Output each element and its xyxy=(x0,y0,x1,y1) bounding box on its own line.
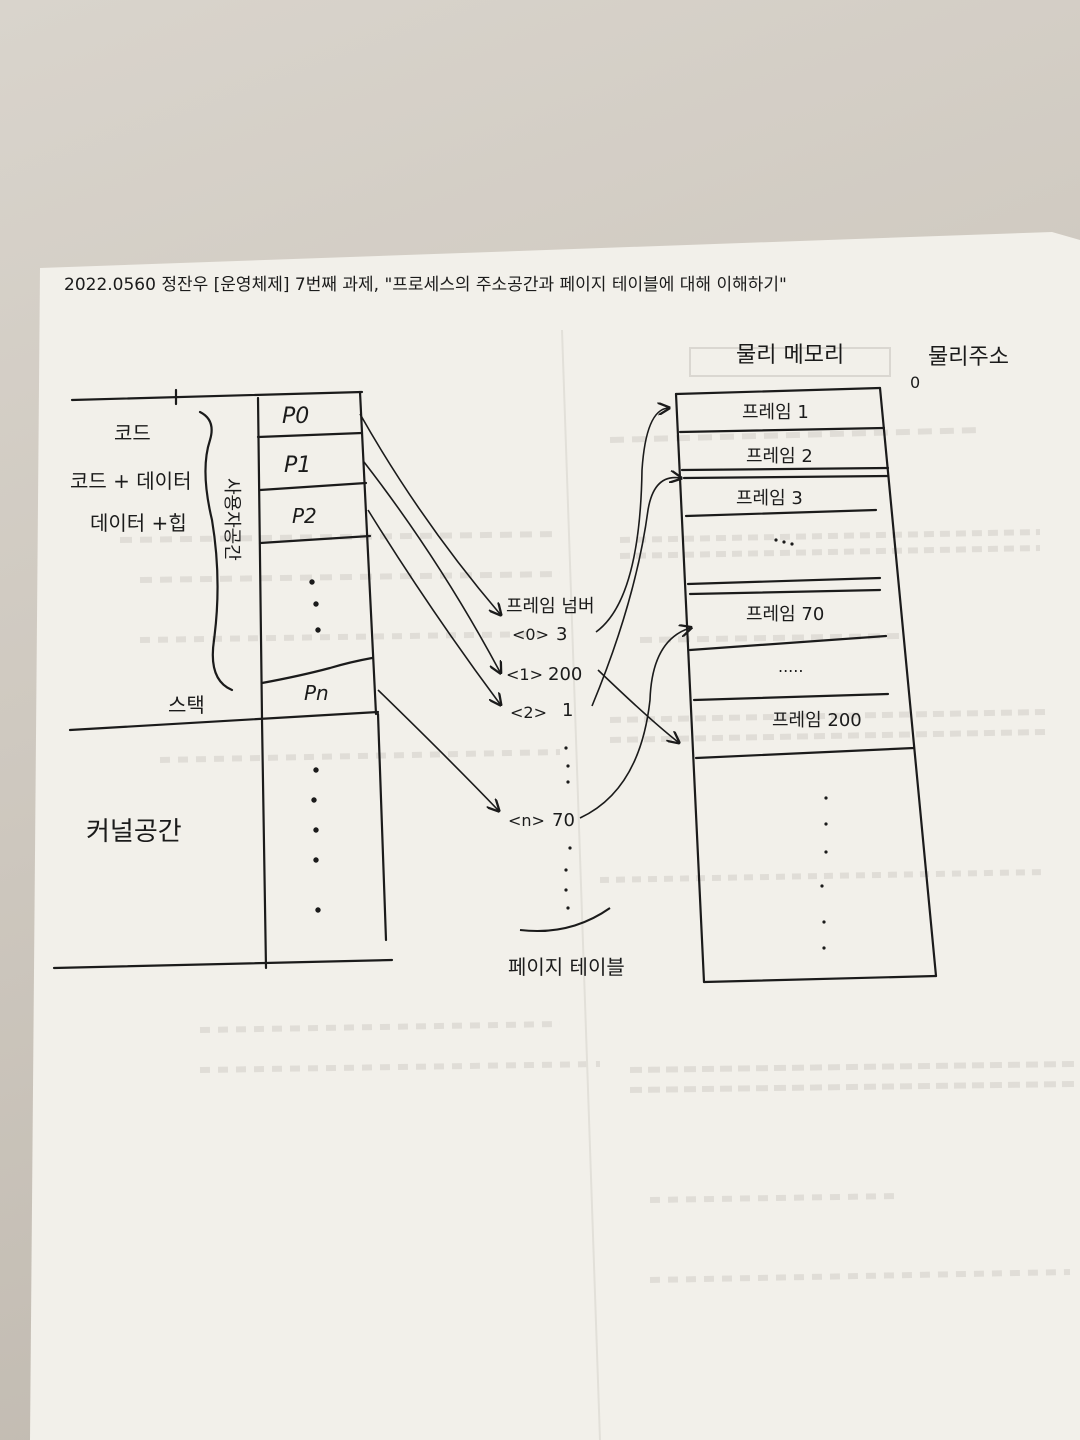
page-table-caption: 페이지 테이블 xyxy=(508,955,625,979)
page-divider xyxy=(256,431,364,439)
arrow-entry1-frame200 xyxy=(597,669,678,742)
label-kernel-space: 커널공간 xyxy=(86,817,182,847)
pt-entry-2-frame: 1 xyxy=(562,700,573,721)
frame-divider xyxy=(680,466,890,472)
page-label-p0: P0 xyxy=(282,404,309,429)
frame-divider xyxy=(688,634,888,652)
frame-divider xyxy=(692,692,890,702)
frame-ellipsis: ..... xyxy=(778,657,803,676)
process-address-space xyxy=(52,388,394,970)
page-divider xyxy=(258,481,368,492)
frame-divider xyxy=(682,474,890,480)
label-code: 코드 xyxy=(114,421,151,445)
frame-divider xyxy=(684,508,878,518)
page-table-brace xyxy=(519,907,611,933)
frame-divider xyxy=(686,576,882,586)
label-user-space: 사용자공간 xyxy=(221,478,242,561)
table-to-frame-arrows xyxy=(579,408,690,819)
pt-entry-n-frame: 70 xyxy=(552,810,575,831)
page-label-p1: P1 xyxy=(284,453,311,478)
frame-label-3: 프레임 3 xyxy=(736,488,803,509)
page-label-p2: P2 xyxy=(292,504,317,528)
page-label-pn: Pn xyxy=(304,681,329,705)
label-code-data: 코드 + 데이터 xyxy=(70,469,191,493)
frame-label-70: 프레임 70 xyxy=(746,604,824,625)
physical-address-zero: 0 xyxy=(910,373,920,392)
pt-entry-0-frame: 3 xyxy=(556,624,567,645)
frame-divider xyxy=(678,426,886,434)
frame-divider xyxy=(694,746,916,760)
page-table-ellipsis xyxy=(564,746,572,910)
arrow-entry0-frame3 xyxy=(595,408,668,633)
page-divider xyxy=(258,534,372,545)
page-table-entries: <0> 3 <1> 200 <2> 1 <n> 70 xyxy=(506,624,582,831)
arrow-pn xyxy=(377,689,498,810)
arrow-p0 xyxy=(359,413,500,614)
label-stack: 스택 xyxy=(168,693,205,717)
page-title: 2022.0560 정잔우 [운영체제] 7번째 과제, "프로세스의 주소공간… xyxy=(64,275,787,295)
page-table-header: 프레임 넘버 xyxy=(506,596,595,617)
frame-labels: 프레임 1 프레임 2 프레임 3 프레임 70 프레임 200 ..... xyxy=(736,402,862,731)
physical-memory-box xyxy=(674,386,938,984)
arrow-p2 xyxy=(367,509,500,704)
label-data-heap: 데이터 +힙 xyxy=(90,511,187,535)
pt-entry-2-index: <2> xyxy=(510,703,547,722)
pt-entry-0-index: <0> xyxy=(512,625,549,644)
physical-memory-dots xyxy=(774,538,828,950)
pt-entry-1-frame: 200 xyxy=(548,664,582,685)
page-divider xyxy=(260,656,374,685)
frame-label-2: 프레임 2 xyxy=(746,446,813,467)
frame-label-200: 프레임 200 xyxy=(772,710,862,731)
arrow-p1 xyxy=(363,461,500,672)
page-to-table-arrows xyxy=(359,413,500,810)
arrow-entryn-frame70 xyxy=(579,628,690,819)
arrow-entry2-frame1 xyxy=(591,478,680,707)
physical-address-label: 물리주소 xyxy=(928,345,1009,370)
pt-entry-1-index: <1> xyxy=(506,665,543,684)
frame-label-1: 프레임 1 xyxy=(742,402,809,423)
pt-entry-n-index: <n> xyxy=(508,811,545,830)
physical-memory-title: 물리 메모리 xyxy=(736,343,844,368)
frame-divider xyxy=(688,588,882,596)
